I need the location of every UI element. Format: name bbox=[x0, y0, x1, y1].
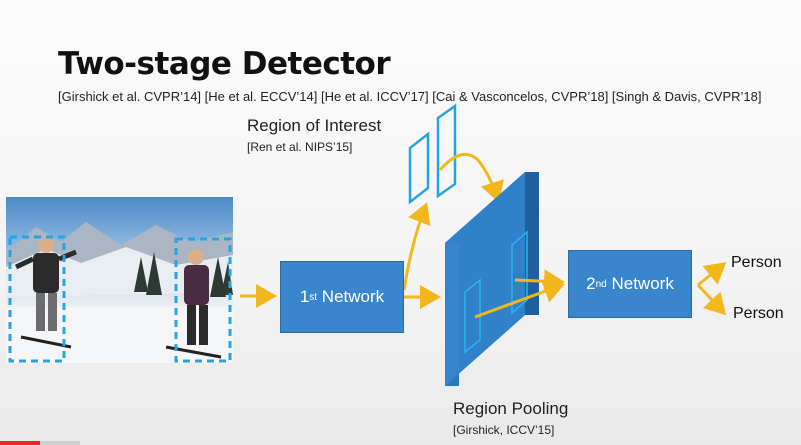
arrow-network-to-roi bbox=[402, 202, 431, 291]
pooling-label: Region Pooling bbox=[453, 399, 569, 418]
arrow-output-2 bbox=[696, 283, 727, 316]
output-label-1: Person bbox=[731, 254, 782, 271]
slide-title: Two-stage Detector bbox=[58, 46, 391, 82]
photo-scene bbox=[6, 222, 233, 363]
arrow-featuremap-to-network2-a bbox=[474, 279, 565, 319]
network1-num: 1 bbox=[299, 287, 310, 306]
roi-reference: [Ren et al. NIPS’15] bbox=[247, 140, 353, 154]
video-progress-bar[interactable] bbox=[0, 441, 40, 445]
arrow-output-1 bbox=[697, 262, 727, 287]
network2-num: 2 bbox=[586, 274, 596, 293]
arrow-roi-to-featuremap bbox=[438, 152, 504, 203]
feature-map bbox=[445, 172, 539, 386]
input-photo bbox=[6, 197, 233, 363]
network1-sup: st bbox=[309, 291, 318, 303]
roi-box-1 bbox=[408, 131, 430, 205]
arrow-featuremap-to-network2-b bbox=[514, 269, 565, 294]
output-label-2: Person bbox=[733, 305, 784, 322]
references: [Girshick et al. CVPR’14] [He et al. ECC… bbox=[58, 89, 762, 104]
roi-box-2 bbox=[436, 103, 457, 199]
video-buffer-bar bbox=[40, 441, 80, 445]
pooling-reference: [Girshick, ICCV’15] bbox=[453, 423, 555, 437]
network1-text: Network bbox=[317, 287, 385, 306]
network2-text: Network bbox=[606, 274, 674, 293]
network2-sup: nd bbox=[595, 278, 607, 290]
roi-label: Region of Interest bbox=[247, 116, 382, 135]
